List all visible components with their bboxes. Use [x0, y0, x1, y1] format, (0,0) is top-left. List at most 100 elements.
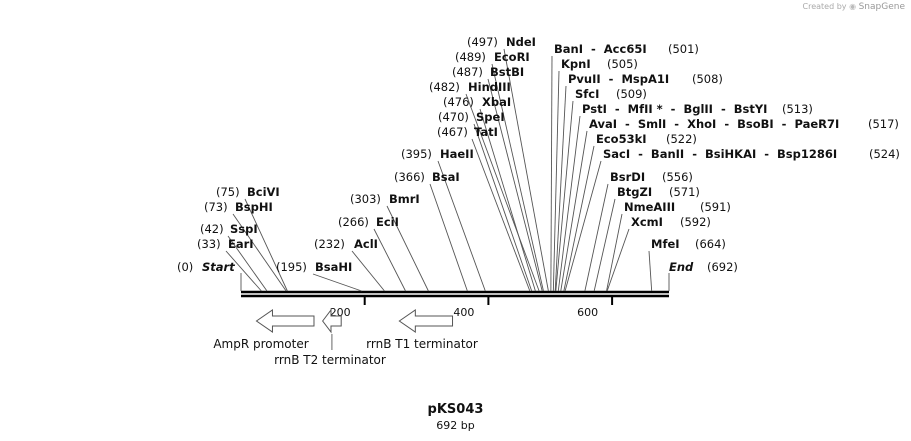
site-name-bani: BanI - Acc65I [554, 42, 647, 56]
site-position-bsrdi: (556) [662, 170, 693, 184]
site-name-bsahi: BsaHI [315, 260, 352, 274]
site-position-haeii: (395) [401, 147, 432, 161]
site-line-bstbi [487, 78, 543, 292]
site-name-psti: PstI - MfII * - BglII - BstYI [582, 102, 767, 116]
site-position-eari: (33) [197, 237, 221, 251]
site-position-bmri: (303) [350, 192, 381, 206]
site-position-xcmi: (592) [680, 215, 711, 229]
site-position-hindiii: (482) [429, 80, 460, 94]
site-line-saci [564, 160, 602, 292]
site-name-end: End [669, 260, 694, 274]
site-position-mfei: (664) [695, 237, 726, 251]
site-line-bsai [429, 183, 468, 292]
site-name-ecori: EcoRI [494, 50, 530, 64]
site-position-bsai: (366) [394, 170, 425, 184]
site-name-bsrdi: BsrDI [610, 170, 645, 184]
site-position-saci: (524) [869, 147, 900, 161]
credit-brand: SnapGene [858, 2, 905, 12]
site-labels: Start(0)EarI(33)SspI(42)BspHI(73)BciVI(7… [177, 35, 900, 274]
site-leader-lines [225, 48, 670, 292]
plasmid-name: pKS043 [427, 402, 484, 417]
site-name-nmeaiii: NmeAIII [624, 200, 675, 214]
site-name-acli: AclI [354, 237, 378, 251]
site-position-avai: (517) [868, 117, 899, 131]
site-line-sspi [227, 235, 268, 292]
snapgene-credit: Created by ◉ SnapGene [803, 2, 906, 12]
site-name-bstbi: BstBI [490, 65, 524, 79]
site-line-bani [550, 55, 553, 292]
site-position-bsphi: (73) [204, 200, 228, 214]
site-name-bsai: BsaI [432, 170, 460, 184]
site-line-tati [471, 138, 531, 292]
site-position-bstbi: (487) [452, 65, 483, 79]
ruler-tick-label: 600 [577, 306, 598, 319]
feature-arrow-rrnb-t1-terminator [398, 309, 454, 333]
snapgene-logo-icon: ◉ [849, 2, 857, 11]
site-name-ndei: NdeI [506, 35, 536, 49]
site-name-avai: AvaI - SmlI - XhoI - BsoBI - PaeR7I [589, 117, 839, 131]
site-name-kpni: KpnI [561, 57, 591, 71]
site-position-spei: (470) [438, 110, 469, 124]
site-name-eco53ki: Eco53kI [596, 132, 647, 146]
feature-track: AmpR promoter rrnB T2 terminator rrnB T1 t… [213, 308, 478, 367]
site-line-xbai [479, 108, 536, 292]
site-line-bsrdi [584, 183, 609, 292]
site-name-xcmi: XcmI [631, 215, 663, 229]
site-name-ecii: EciI [376, 215, 399, 229]
feature-arrow-ampr-promoter [255, 309, 315, 333]
site-position-nmeaiii: (591) [700, 200, 731, 214]
site-position-acli: (232) [314, 237, 345, 251]
site-position-kpni: (505) [607, 57, 638, 71]
site-position-bsahi: (195) [276, 260, 307, 274]
site-name-tati: TatI [474, 125, 498, 139]
dna-backbone [241, 290, 669, 298]
site-position-pvuii: (508) [692, 72, 723, 86]
site-line-eari [225, 250, 262, 292]
site-line-avai [560, 130, 588, 292]
site-name-saci: SacI - BanII - BsiHKAI - Bsp1286I [603, 147, 837, 161]
site-name-spei: SpeI [476, 110, 505, 124]
site-position-start: (0) [177, 260, 193, 274]
site-name-mfei: MfeI [651, 237, 680, 251]
site-line-btgzi [593, 198, 616, 292]
site-position-ecori: (489) [455, 50, 486, 64]
plasmid-length: 692 bp [436, 419, 475, 432]
site-position-xbai: (476) [443, 95, 474, 109]
site-line-nmeaiii [606, 213, 623, 292]
site-line-sfci [555, 100, 574, 292]
site-name-pvuii: PvuII - MspA1I [568, 72, 669, 86]
site-position-tati: (467) [437, 125, 468, 139]
site-line-bsphi [232, 213, 287, 292]
site-line-haeii [437, 160, 486, 292]
site-name-bsphi: BspHI [235, 200, 273, 214]
site-position-ndei: (497) [467, 35, 498, 49]
site-line-eco53ki [563, 145, 595, 292]
site-name-haeii: HaeII [440, 147, 474, 161]
site-position-eco53ki: (522) [666, 132, 697, 146]
site-name-btgzi: BtgZI [617, 185, 652, 199]
site-line-bsahi [312, 273, 362, 292]
site-line-pvuii [554, 85, 567, 292]
site-position-sfci: (509) [616, 87, 647, 101]
site-line-kpni [552, 70, 560, 292]
site-name-sfci: SfcI [575, 87, 599, 101]
site-name-start: Start [202, 260, 235, 274]
site-position-btgzi: (571) [669, 185, 700, 199]
feature-arrow-rrnb-t2-terminator [322, 308, 342, 334]
feature-label-rrnb-t1-terminator: rrnB T1 terminator [366, 337, 478, 351]
site-name-sspi: SspI [230, 222, 258, 236]
site-name-xbai: XbaI [482, 95, 511, 109]
site-line-psti [557, 115, 581, 292]
feature-label-ampr-promoter: AmpR promoter [213, 337, 308, 351]
site-line-bmri [386, 205, 429, 292]
feature-label-rrnb-t2-terminator: rrnB T2 terminator [274, 353, 386, 367]
site-line-mfei [648, 250, 653, 292]
site-name-hindiii: HindIII [468, 80, 511, 94]
site-position-psti: (513) [782, 102, 813, 116]
site-line-acli [351, 250, 385, 292]
site-position-sspi: (42) [200, 222, 224, 236]
site-line-ndei [503, 48, 549, 292]
site-line-ecori [491, 63, 544, 292]
